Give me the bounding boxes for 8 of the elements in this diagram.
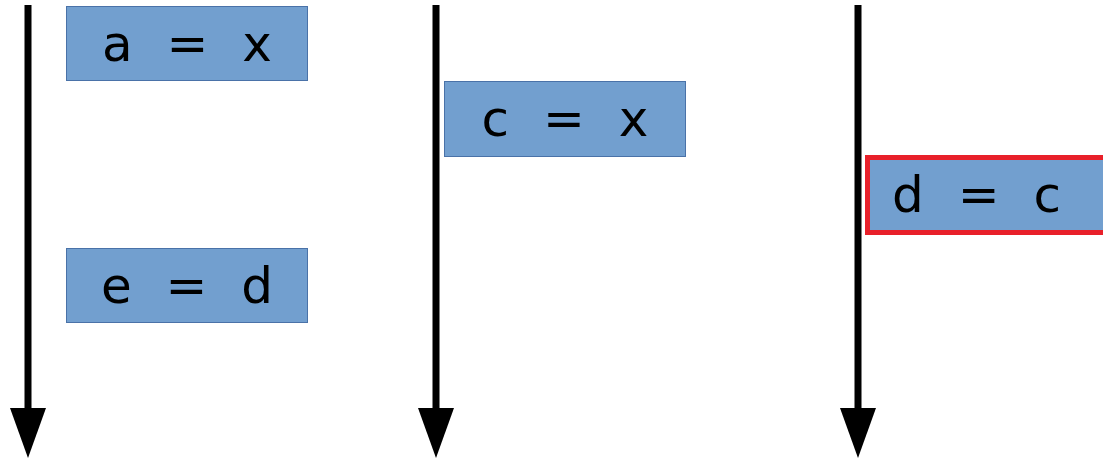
statement-box: [66, 6, 308, 81]
statement-text: a = x: [102, 18, 272, 69]
statement-box: [444, 81, 686, 157]
statement-text: d = c: [892, 170, 1061, 220]
statement-text: c = x: [481, 94, 649, 144]
statement-box: [865, 155, 1103, 235]
statement-text: e = d: [100, 260, 274, 311]
statement-box: [66, 248, 308, 323]
